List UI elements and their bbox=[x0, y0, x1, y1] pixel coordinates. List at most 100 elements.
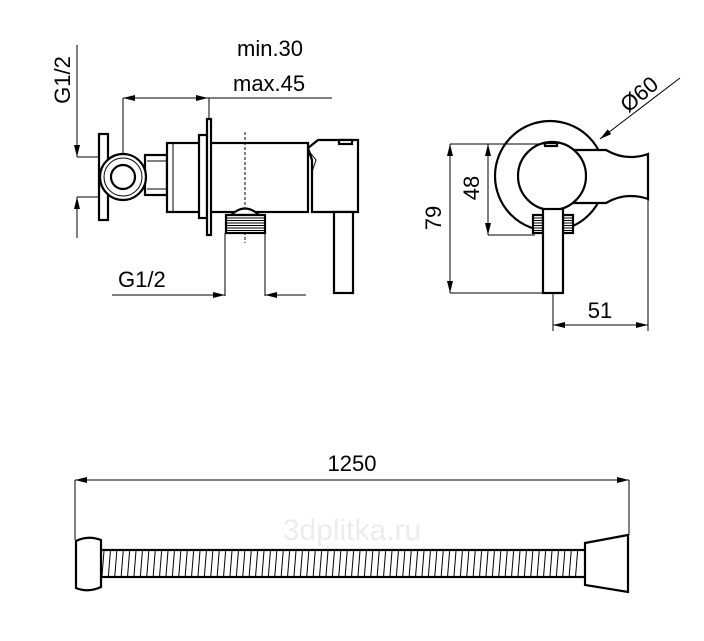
hose-coil bbox=[120, 550, 124, 577]
hose-coil bbox=[498, 550, 502, 577]
hose-coil bbox=[491, 550, 495, 577]
hose-coil bbox=[197, 550, 201, 577]
hose-cone-right bbox=[583, 533, 630, 594]
hose-coil bbox=[274, 550, 278, 577]
hose-view: 1250 bbox=[74, 451, 630, 594]
hose-coil bbox=[357, 550, 361, 577]
body-circle bbox=[516, 140, 588, 212]
hose-coil bbox=[575, 550, 579, 577]
hose-coil bbox=[216, 550, 220, 577]
hose-coil bbox=[395, 550, 399, 577]
hose-coil bbox=[338, 550, 342, 577]
wall-flange bbox=[197, 133, 209, 220]
top-notch bbox=[543, 141, 559, 148]
inlet-thread-label: G1/2 bbox=[50, 56, 75, 104]
hose-length-label: 1250 bbox=[328, 451, 377, 476]
depth-min-label: min.30 bbox=[237, 36, 303, 61]
handle-lever bbox=[332, 210, 355, 295]
height-body-label: 48 bbox=[459, 176, 484, 200]
hose-coil bbox=[235, 550, 239, 577]
hose-coil bbox=[229, 550, 233, 577]
hose-coil bbox=[459, 550, 463, 577]
hose-coil bbox=[511, 550, 515, 577]
hose-coil bbox=[517, 550, 521, 577]
outlet-thread-label: G1/2 bbox=[118, 267, 166, 292]
hose-coil bbox=[530, 550, 534, 577]
hose-coil bbox=[255, 550, 259, 577]
hose-coil bbox=[376, 550, 380, 577]
hose-coil bbox=[504, 550, 508, 577]
hose-coil bbox=[248, 550, 252, 577]
hose-coil bbox=[319, 550, 323, 577]
hose-coil bbox=[472, 550, 476, 577]
hose-coil bbox=[370, 550, 374, 577]
hose-coil bbox=[152, 550, 156, 577]
hose-coil bbox=[267, 550, 271, 577]
inlet-ring-inner bbox=[109, 163, 137, 191]
hose-coil bbox=[363, 550, 367, 577]
side-view: G1/2 min.30 max.45 bbox=[50, 36, 360, 298]
hose-coil bbox=[261, 550, 265, 577]
hose-coil bbox=[466, 550, 470, 577]
hose-coil bbox=[383, 550, 387, 577]
hose-coil bbox=[421, 550, 425, 577]
hose-coil bbox=[101, 550, 105, 577]
hose-coil bbox=[146, 550, 150, 577]
diameter-label: Ø60 bbox=[615, 71, 663, 117]
hose-coil bbox=[127, 550, 131, 577]
diameter-leader bbox=[599, 77, 681, 140]
hose-coil bbox=[293, 550, 297, 577]
hose-coil bbox=[210, 550, 214, 577]
hose-coil bbox=[555, 550, 559, 577]
hose-coil bbox=[402, 550, 406, 577]
height-total-label: 79 bbox=[421, 206, 446, 230]
hose-coil bbox=[223, 550, 227, 577]
watermark: 3dplitka.ru bbox=[283, 514, 421, 547]
hose-coil bbox=[549, 550, 553, 577]
wall-plate bbox=[205, 117, 213, 237]
hose-coil bbox=[485, 550, 489, 577]
hose-coil bbox=[568, 550, 572, 577]
hose-coil bbox=[536, 550, 540, 577]
hose-coil bbox=[344, 550, 348, 577]
hose-coil bbox=[312, 550, 316, 577]
hose-coil bbox=[562, 550, 566, 577]
hose-coil bbox=[389, 550, 393, 577]
hose-coil bbox=[306, 550, 310, 577]
hose-coil bbox=[453, 550, 457, 577]
hose-coil bbox=[408, 550, 412, 577]
hose-coil bbox=[107, 550, 111, 577]
hose-coil bbox=[165, 550, 169, 577]
front-view: 79 48 51 Ø60 bbox=[421, 71, 681, 331]
hose-coil bbox=[159, 550, 163, 577]
handle-body bbox=[306, 138, 360, 214]
depth-max-label: max.45 bbox=[233, 71, 305, 96]
hose-coil bbox=[331, 550, 335, 577]
hose-nut-left bbox=[74, 536, 103, 592]
hose-coil bbox=[242, 550, 246, 577]
hose-coil bbox=[133, 550, 137, 577]
hose-coil bbox=[543, 550, 547, 577]
mixer-body bbox=[165, 141, 310, 214]
hose-coil bbox=[351, 550, 355, 577]
hose-coil bbox=[299, 550, 303, 577]
hose-coil bbox=[171, 550, 175, 577]
hose-coil bbox=[114, 550, 118, 577]
hose-coil bbox=[139, 550, 143, 577]
hose-coil bbox=[325, 550, 329, 577]
hose-coil bbox=[280, 550, 284, 577]
width-label: 51 bbox=[588, 298, 612, 323]
hose-coil bbox=[434, 550, 438, 577]
hose-coil bbox=[178, 550, 182, 577]
hose-coil bbox=[415, 550, 419, 577]
hose-coil bbox=[191, 550, 195, 577]
hose-coil bbox=[523, 550, 527, 577]
hose-coil bbox=[479, 550, 483, 577]
hose-coil bbox=[440, 550, 444, 577]
handle-notch bbox=[337, 138, 354, 146]
hose-coil bbox=[184, 550, 188, 577]
hose-coil bbox=[203, 550, 207, 577]
lever-stem bbox=[541, 207, 565, 295]
